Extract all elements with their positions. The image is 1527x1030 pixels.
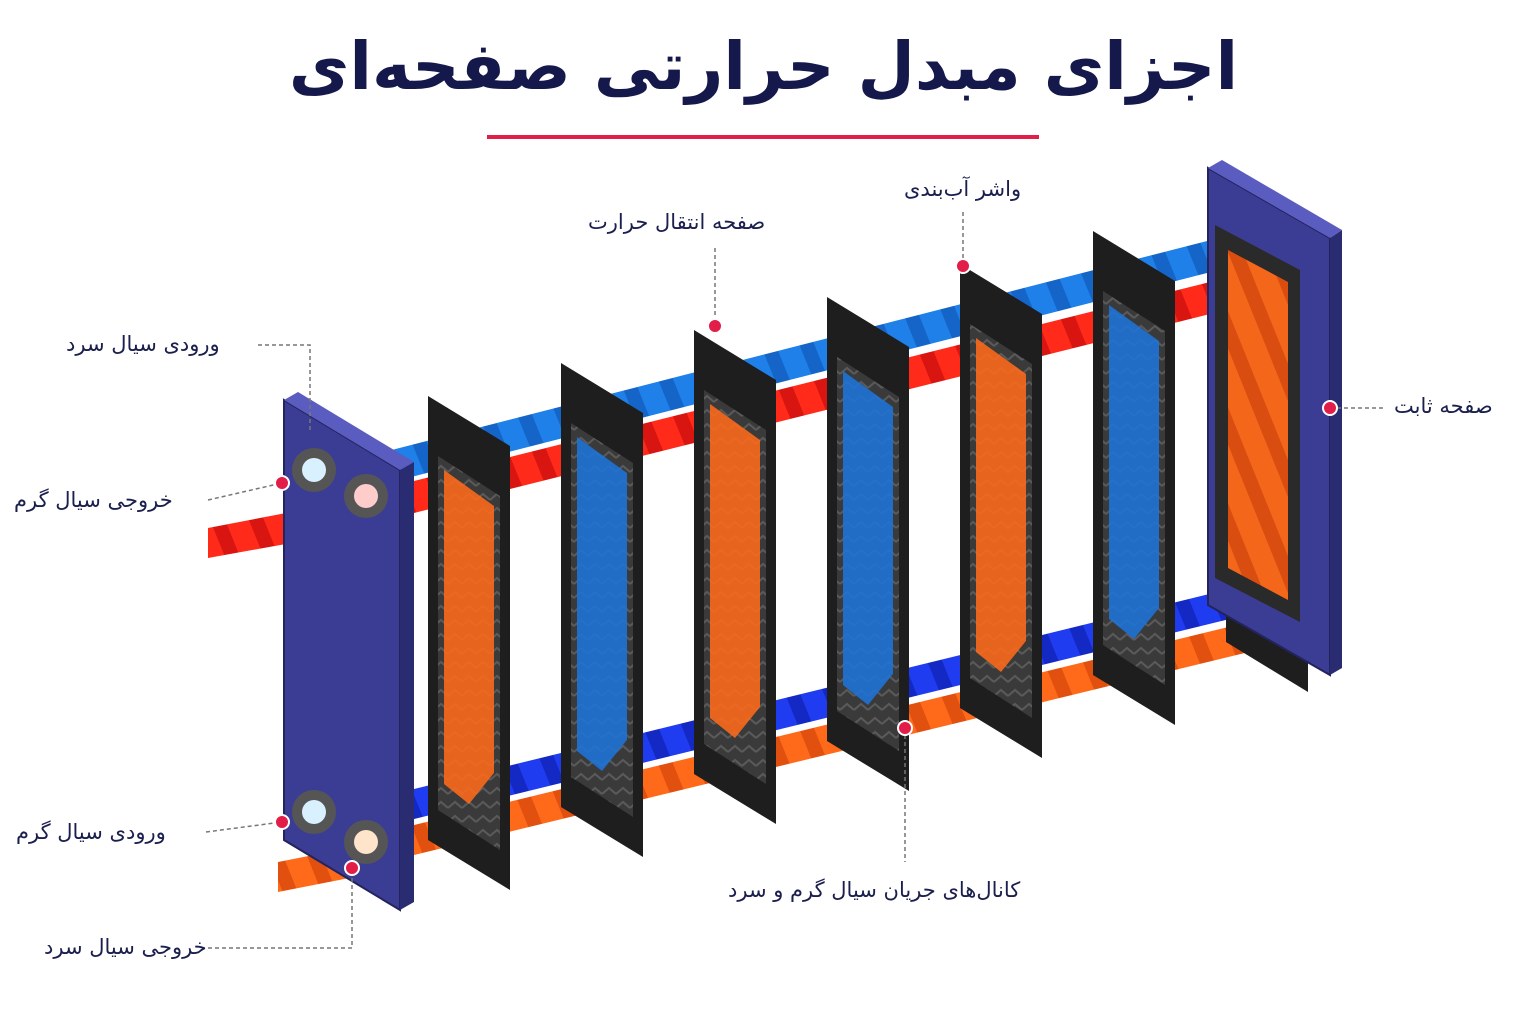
label-flow-channels: کانال‌های جریان سیال گرم و سرد bbox=[728, 878, 1021, 902]
cold-inlet-port bbox=[292, 448, 336, 492]
cold-outlet-port bbox=[344, 820, 388, 864]
label-hot-inlet: ورودی سیال گرم bbox=[16, 820, 166, 844]
page-title: اجزای مبدل حرارتی صفحه‌ای bbox=[288, 28, 1239, 105]
marker-cold-outlet bbox=[344, 860, 360, 876]
heat-transfer-plate bbox=[561, 363, 643, 857]
marker-heat-plate bbox=[707, 318, 723, 334]
heat-transfer-plate bbox=[827, 297, 909, 791]
label-heat-transfer-plate: صفحه انتقال حرارت bbox=[588, 210, 766, 234]
marker-hot-inlet bbox=[274, 814, 290, 830]
leader-hot-outlet bbox=[207, 482, 283, 501]
heat-transfer-plate bbox=[428, 396, 510, 890]
hot-outlet-port bbox=[344, 474, 388, 518]
label-hot-outlet: خروجی سیال گرم bbox=[14, 488, 173, 512]
pressure-plate bbox=[283, 392, 414, 912]
marker-channels bbox=[897, 720, 913, 736]
leader-hot-inlet bbox=[205, 821, 283, 833]
fixed-plate bbox=[1207, 160, 1342, 677]
label-gasket: واشر آب‌بندی bbox=[904, 177, 1022, 201]
cold-flow-channel bbox=[577, 437, 627, 771]
marker-gasket bbox=[955, 258, 971, 274]
heat-transfer-plate bbox=[1093, 231, 1175, 725]
heat-transfer-plate bbox=[960, 264, 1042, 758]
leader-cold-outlet bbox=[208, 870, 353, 949]
cold-flow-channel bbox=[1109, 305, 1159, 639]
hot-flow-channel bbox=[444, 470, 494, 804]
marker-hot-outlet bbox=[274, 475, 290, 491]
marker-fixed-plate bbox=[1322, 400, 1338, 416]
label-fixed-plate: صفحه ثابت bbox=[1394, 394, 1493, 418]
label-cold-outlet: خروجی سیال سرد bbox=[44, 935, 207, 959]
hot-flow-channel bbox=[710, 404, 760, 738]
cold-flow-channel bbox=[843, 371, 893, 705]
label-cold-inlet: ورودی سیال سرد bbox=[66, 332, 220, 356]
hot-inlet-port bbox=[292, 790, 336, 834]
hot-flow-channel bbox=[976, 338, 1026, 672]
title-underline bbox=[487, 135, 1039, 139]
heat-transfer-plate bbox=[694, 330, 776, 824]
leader-cold-inlet bbox=[258, 344, 311, 430]
